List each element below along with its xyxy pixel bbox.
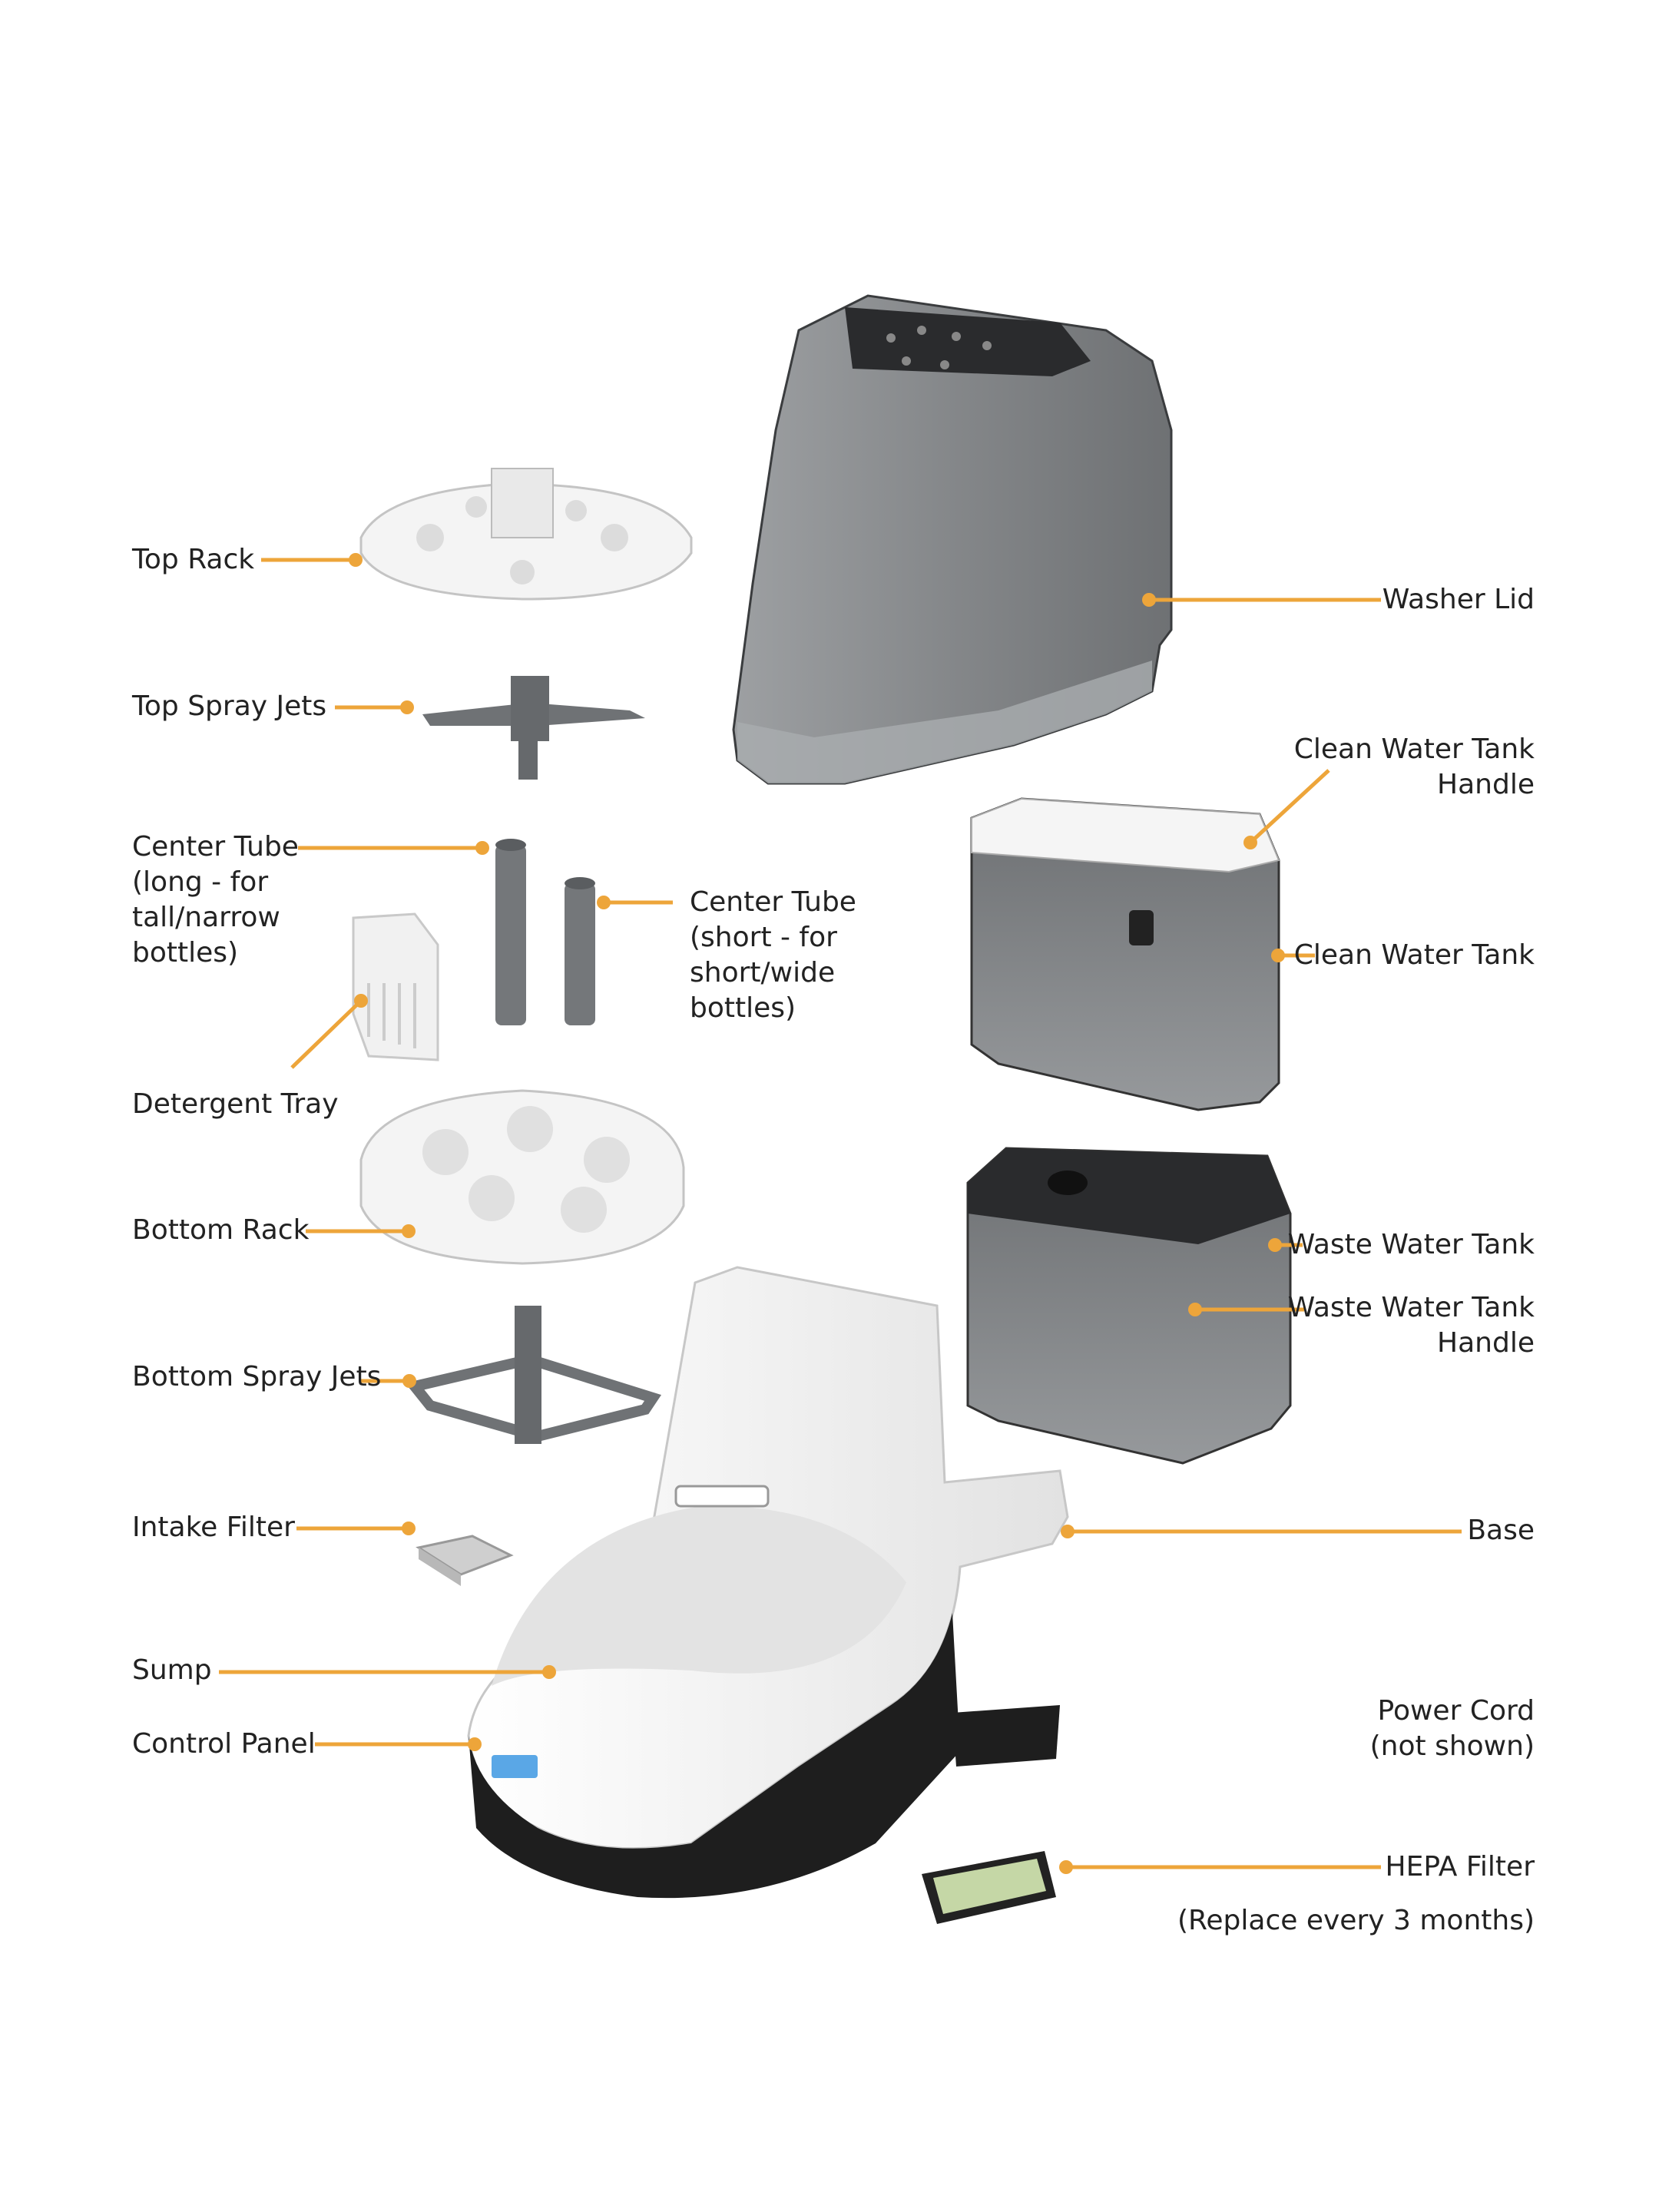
label-center-tube-long: Center Tube (long - for tall/narrow bott… — [132, 831, 299, 969]
center-tube-short-part — [565, 877, 595, 1025]
washer-lid-part — [732, 294, 1173, 785]
label-hepa-filter: HEPA Filter — [1385, 1851, 1535, 1883]
label-base: Base — [1467, 1515, 1535, 1546]
leader-hepa-filter-dot — [1059, 1860, 1073, 1874]
leader-intake-filter-dot — [402, 1522, 416, 1535]
bottom-spray-jets-part — [405, 1306, 662, 1444]
label-clean-water-tank: Clean Water Tank — [1293, 939, 1535, 971]
leader-center-tube-long-dot — [475, 841, 489, 855]
waste-water-tank-part — [966, 1147, 1292, 1465]
label-center-tube-short: Center Tube (short - for short/wide bott… — [690, 886, 856, 1024]
leader-washer-lid-dot — [1142, 593, 1156, 607]
leader-bottom-spray-jets-dot — [402, 1374, 416, 1388]
leader-waste-water-tank-dot — [1268, 1238, 1282, 1252]
top-spray-jets-part — [422, 676, 645, 780]
label-waste-water-tank: Waste Water Tank — [1287, 1229, 1535, 1260]
leader-center-tube-short-dot — [597, 896, 611, 909]
clean-water-tank-part — [970, 797, 1280, 1111]
top-rack-part — [359, 468, 693, 601]
label-top-spray-jets: Top Spray Jets — [132, 690, 327, 722]
label-power-cord: Power Cord (not shown) — [1369, 1695, 1535, 1762]
center-tube-long-part — [495, 839, 526, 1025]
label-washer-lid: Washer Lid — [1382, 584, 1535, 615]
leader-lines — [219, 553, 1462, 1874]
label-waste-water-tank-handle: Waste Water Tank Handle — [1287, 1292, 1535, 1359]
leader-top-spray-jets-dot — [400, 700, 414, 714]
leader-detergent-tray — [290, 999, 363, 1069]
label-sump: Sump — [132, 1654, 212, 1686]
leader-top-rack-dot — [349, 553, 363, 567]
leader-clean-water-tank-dot — [1271, 949, 1285, 962]
label-bottom-spray-jets: Bottom Spray Jets — [132, 1361, 382, 1392]
label-hepa-note: (Replace every 3 months) — [1177, 1905, 1535, 1936]
leader-clean-tank-handle — [1249, 769, 1330, 844]
label-intake-filter: Intake Filter — [132, 1512, 295, 1543]
leader-detergent-tray-dot — [354, 994, 368, 1008]
label-clean-water-tank-handle: Clean Water Tank Handle — [1293, 733, 1535, 800]
leader-bottom-rack-dot — [402, 1224, 416, 1238]
leader-sump-dot — [542, 1665, 556, 1679]
bottom-rack-part — [359, 1089, 685, 1265]
leader-clean-tank-handle-dot — [1243, 836, 1257, 849]
label-top-rack: Top Rack — [132, 544, 255, 575]
label-detergent-tray: Detergent Tray — [132, 1088, 339, 1120]
hepa-filter-part — [922, 1851, 1056, 1924]
leader-control-panel-dot — [468, 1737, 482, 1751]
leader-base-dot — [1061, 1525, 1075, 1538]
label-control-panel: Control Panel — [132, 1728, 316, 1760]
detergent-tray-part — [352, 912, 439, 1061]
intake-filter-part — [416, 1535, 514, 1586]
label-bottom-rack: Bottom Rack — [132, 1214, 310, 1246]
leader-waste-tank-handle-dot — [1188, 1303, 1202, 1316]
base-part — [467, 1266, 1069, 1899]
